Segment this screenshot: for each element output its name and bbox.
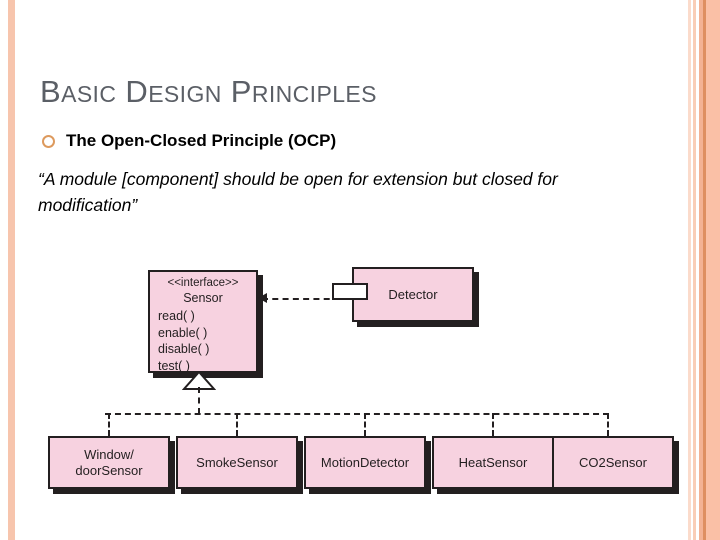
title-cap-1: B <box>40 74 62 109</box>
right-stripe-4 <box>703 0 706 540</box>
title-rest-1: ASIC <box>61 81 117 107</box>
uml-class-detector: Detector <box>352 267 474 322</box>
right-stripe-2 <box>693 0 696 540</box>
realization-dashed-line <box>262 298 340 300</box>
interface-operations: read( ) enable( ) disable( ) test( ) <box>158 308 209 375</box>
title-rest-2: ESIGN <box>148 81 222 107</box>
operation-test: test( ) <box>158 358 190 373</box>
ring-bullet-icon <box>42 134 55 148</box>
uml-class-window-door-sensor: Window/ doorSensor <box>48 436 170 489</box>
title-rest-3: RINCIPLES <box>251 81 377 107</box>
left-edge-stripe <box>8 0 15 540</box>
required-interface-port-icon <box>332 283 368 300</box>
uml-class-smoke-sensor: SmokeSensor <box>176 436 298 489</box>
generalization-stem <box>198 387 200 414</box>
drop-line-5 <box>607 413 609 436</box>
right-edge-stripes <box>688 0 720 540</box>
title-cap-2: D <box>125 74 149 109</box>
uml-class-heat-sensor: HeatSensor <box>432 436 554 489</box>
uml-class-diagram: <<interface>> Sensor read( ) enable( ) d… <box>0 250 700 515</box>
subclass-label: MotionDetector <box>320 454 410 470</box>
page-title: BASIC DESIGN PRINCIPLES <box>40 74 377 110</box>
principle-quote: “A module [component] should be open for… <box>38 169 558 216</box>
drop-line-4 <box>492 413 494 436</box>
right-stripe-1 <box>688 0 691 540</box>
detector-label: Detector <box>388 286 438 302</box>
inheritance-bus-line <box>105 413 609 415</box>
interface-stereotype: <<interface>> <box>167 277 239 289</box>
uml-class-co2-sensor: CO2Sensor <box>552 436 674 489</box>
bullet-item: The Open-Closed Principle (OCP) <box>42 131 336 151</box>
right-stripe-3 <box>699 0 703 540</box>
realization-arrowhead-icon <box>258 293 267 303</box>
subclass-label: SmokeSensor <box>196 454 278 470</box>
drop-line-2 <box>236 413 238 436</box>
uml-interface-sensor: <<interface>> Sensor read( ) enable( ) d… <box>148 270 258 373</box>
drop-line-1 <box>108 413 110 436</box>
right-stripe-5 <box>706 0 720 540</box>
right-edge-tick <box>676 459 679 479</box>
interface-name: Sensor <box>183 291 223 305</box>
subclass-label: CO2Sensor <box>579 454 647 470</box>
operation-enable: enable( ) <box>158 325 208 340</box>
title-cap-3: P <box>230 74 252 109</box>
operation-read: read( ) <box>158 309 195 323</box>
subclass-label: HeatSensor <box>458 454 528 470</box>
bullet-item-label: The Open-Closed Principle (OCP) <box>66 131 337 150</box>
uml-class-motion-detector: MotionDetector <box>304 436 426 489</box>
operation-disable: disable( ) <box>158 342 210 357</box>
subclass-label: Window/ doorSensor <box>75 446 143 478</box>
drop-line-3 <box>364 413 366 436</box>
